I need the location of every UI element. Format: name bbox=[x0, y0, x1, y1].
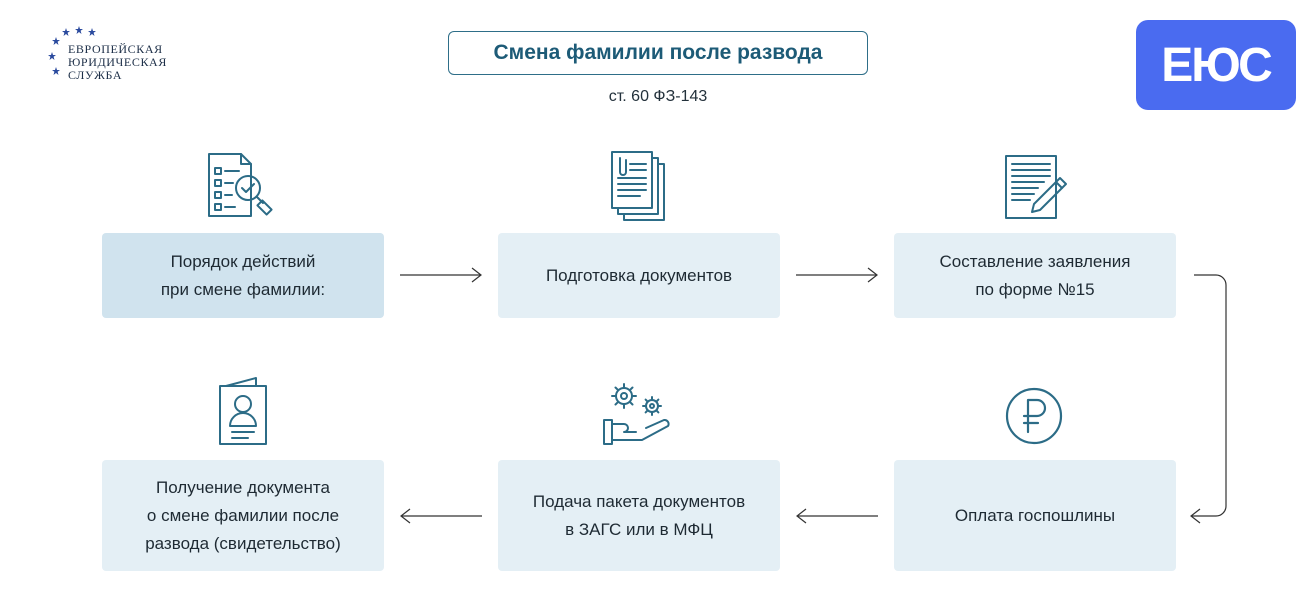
logo-line-1: ЕВРОПЕЙСКАЯ bbox=[68, 42, 163, 56]
arrow-right-1 bbox=[400, 267, 482, 283]
arrow-left-1 bbox=[796, 508, 878, 524]
step-box-6: Получение документа о смене фамилии посл… bbox=[102, 460, 384, 571]
passport-icon bbox=[216, 376, 272, 448]
step-label-4: Оплата госпошлины bbox=[954, 505, 1116, 525]
step-label-3: Составление заявления по форме №15 bbox=[939, 251, 1131, 299]
logo-eyus-text: ЕЮС bbox=[1161, 38, 1273, 92]
page-subtitle: ст. 60 ФЗ-143 bbox=[608, 88, 708, 105]
hand-gears-icon bbox=[602, 380, 676, 446]
step-label-2: Подготовка документов bbox=[545, 265, 733, 285]
step-box-3: Составление заявления по форме №15 bbox=[894, 233, 1176, 318]
logo-european-legal-service: ЕВРОПЕЙСКАЯ ЮРИДИЧЕСКАЯ СЛУЖБА bbox=[48, 26, 188, 90]
documents-icon bbox=[610, 150, 668, 222]
step-box-1: Порядок действий при смене фамилии: bbox=[102, 233, 384, 318]
logo-eyus: ЕЮС bbox=[1136, 20, 1296, 110]
step-box-4: Оплата госпошлины bbox=[894, 460, 1176, 571]
arrow-down-connector bbox=[1190, 274, 1227, 524]
arrow-right-2 bbox=[796, 267, 878, 283]
checklist-search-icon bbox=[205, 152, 277, 220]
form-pencil-icon bbox=[1004, 154, 1068, 222]
step-box-2: Подготовка документов bbox=[498, 233, 780, 318]
eu-stars-icon bbox=[48, 26, 96, 75]
logo-line-2: ЮРИДИЧЕСКАЯ bbox=[68, 55, 167, 69]
title-box: Смена фамилии после развода bbox=[448, 31, 868, 75]
logo-line-3: СЛУЖБА bbox=[68, 68, 123, 82]
step-label-6: Получение документа о смене фамилии посл… bbox=[145, 477, 341, 553]
step-box-5: Подача пакета документов в ЗАГС или в МФ… bbox=[498, 460, 780, 571]
arrow-left-2 bbox=[400, 508, 482, 524]
step-label-1: Порядок действий при смене фамилии: bbox=[160, 251, 326, 299]
step-label-5: Подача пакета документов в ЗАГС или в МФ… bbox=[532, 491, 746, 539]
page-title: Смена фамилии после развода bbox=[493, 41, 823, 64]
ruble-coin-icon bbox=[1004, 386, 1064, 446]
